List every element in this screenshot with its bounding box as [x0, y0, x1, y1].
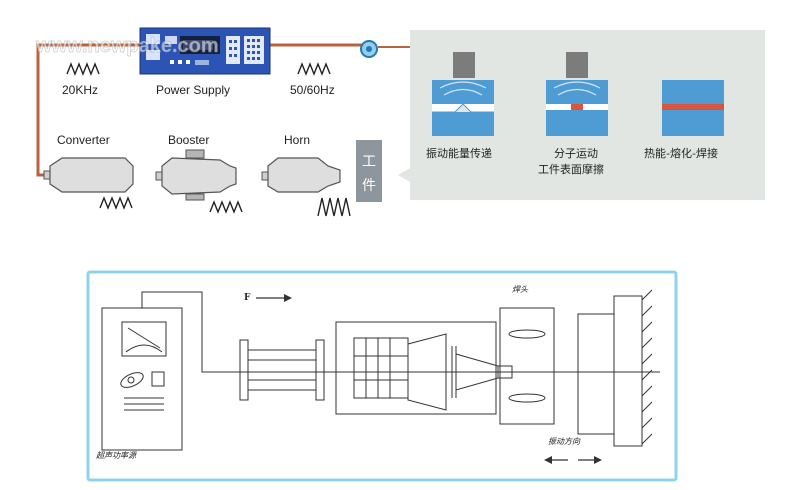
force-label: F: [244, 293, 251, 303]
step2-label-line1: 分子运动: [554, 147, 598, 160]
welding-head: [499, 307, 555, 425]
welding-head-label: 焊头: [512, 285, 529, 294]
power-cable: [141, 291, 660, 373]
fixed-wall: [641, 289, 653, 446]
converter-unit: [43, 157, 134, 193]
step3-label: 热能-熔化-焊接: [644, 146, 718, 160]
wave-icon-50hz: [297, 62, 331, 76]
wave-icon-converter: [99, 196, 133, 210]
pneumatic-cylinder: [239, 339, 325, 401]
booster-unit: [155, 149, 237, 201]
horn-label: Horn: [284, 133, 310, 147]
melting-welding-illustration: [662, 80, 724, 136]
vibration-transfer-illustration: [432, 52, 494, 136]
power-supply-label: Power Supply: [156, 83, 230, 97]
wave-icon-booster: [209, 200, 243, 214]
plug-icon: [360, 40, 378, 58]
booster-label: Booster: [168, 133, 209, 147]
force-arrow-icon: [256, 294, 292, 302]
horn-unit: [261, 157, 341, 193]
workpiece-char-1: 工: [362, 154, 376, 170]
step1-label: 振动能量传递: [426, 146, 492, 160]
wave-icon-horn: [317, 197, 351, 217]
vibration-direction-label: 振动方向: [548, 437, 581, 446]
power-supply-unit: [139, 27, 271, 75]
schematic-frame: [86, 270, 678, 482]
wave-icon-20khz: [66, 62, 100, 76]
step2-label-line2: 工件表面摩擦: [538, 162, 604, 176]
workpiece-char-2: 件: [362, 178, 376, 194]
molecular-motion-illustration: [546, 52, 608, 136]
converter-label: Converter: [57, 133, 110, 147]
vibration-arrow-icon: [544, 456, 602, 464]
watermark: www.newpake.com: [35, 35, 219, 57]
workpiece-box: [356, 140, 382, 202]
cable: [36, 43, 140, 177]
freq-right-label: 50/60Hz: [290, 83, 335, 97]
freq-left-label: 20KHz: [62, 83, 98, 97]
transducer-housing: [335, 321, 513, 415]
ultrasonic-source-label: 超声功率源: [96, 451, 138, 460]
